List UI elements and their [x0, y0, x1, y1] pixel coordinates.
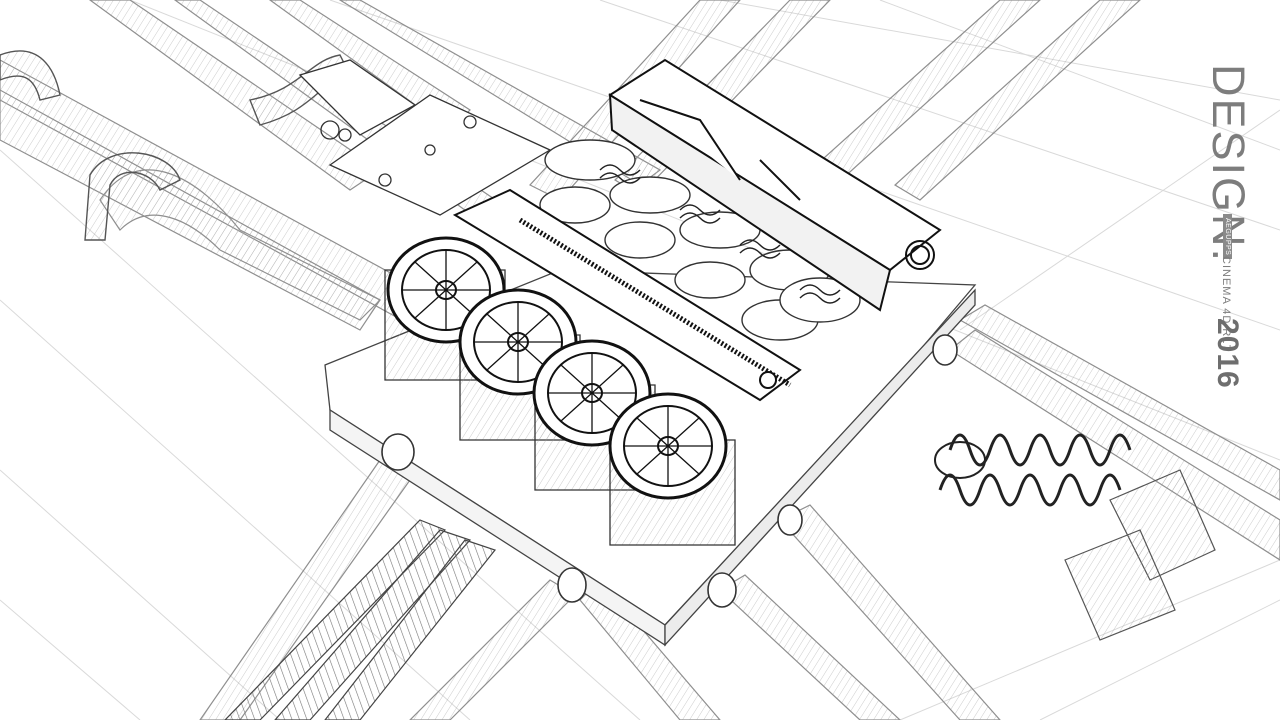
- watermark-year: 2016: [1211, 318, 1244, 389]
- springs-right: [934, 433, 1132, 507]
- inner-springs: [599, 164, 841, 304]
- wheels: [386, 236, 728, 500]
- watermark-badge: AEGUPPS: [1223, 214, 1232, 260]
- twisted-ropes: [224, 519, 497, 720]
- control-unit: [608, 58, 942, 312]
- wheel-4: [608, 392, 728, 500]
- gear-rack: [452, 188, 802, 402]
- flange-rings: [381, 334, 958, 608]
- spring-housing: [1064, 469, 1216, 641]
